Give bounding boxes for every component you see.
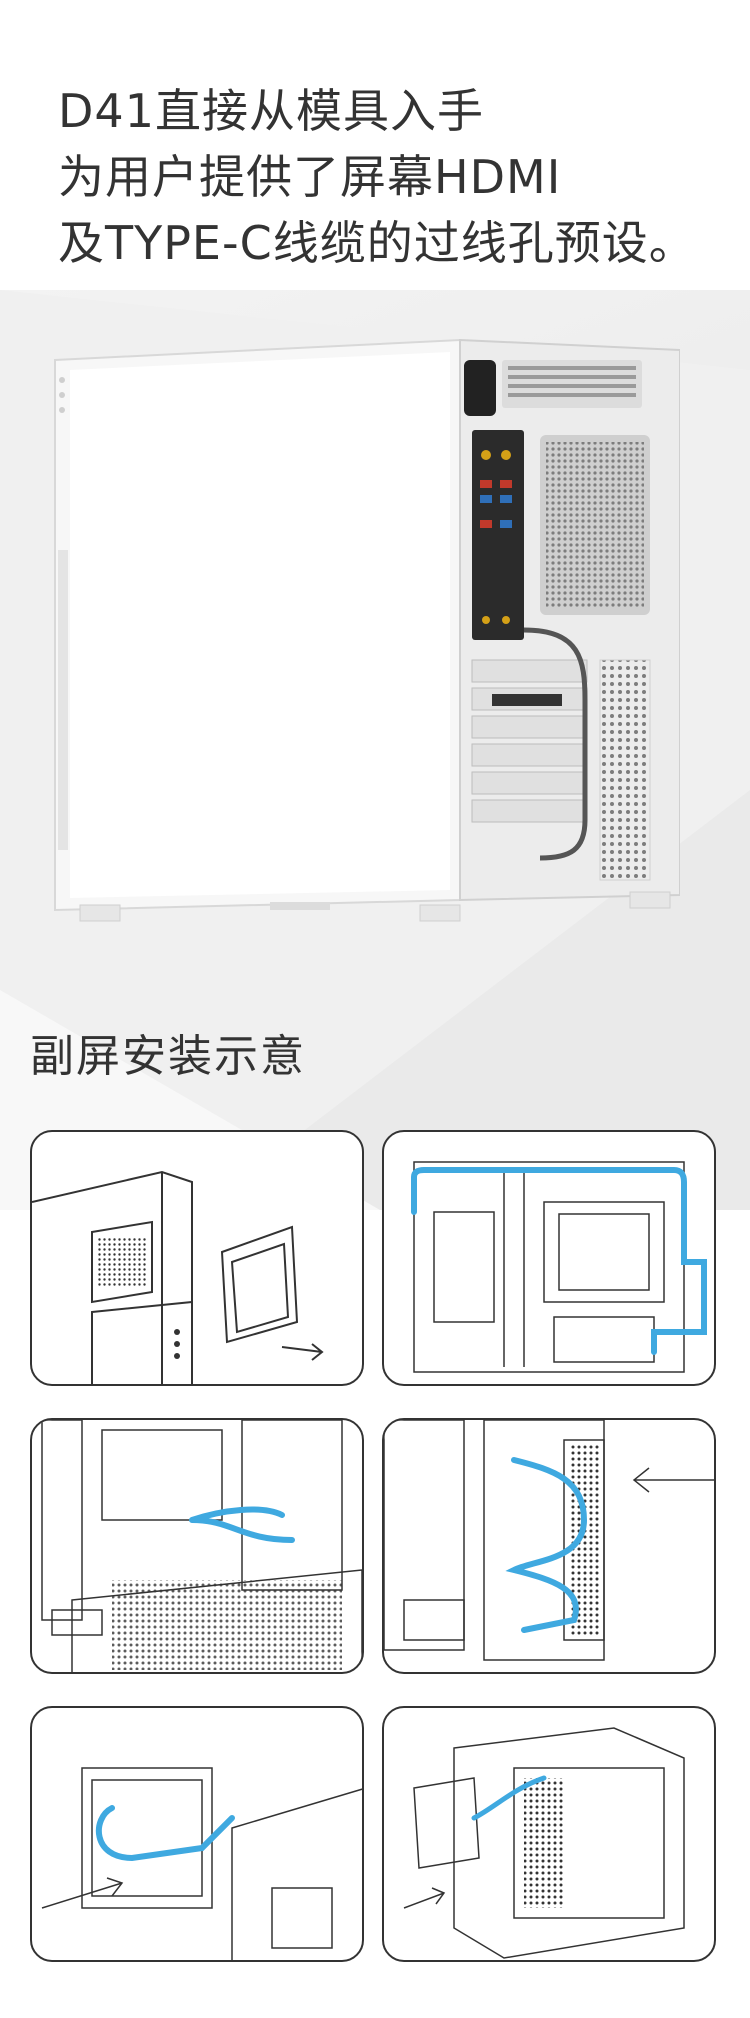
headline-line-3: 及TYPE-C线缆的过线孔预设。	[58, 216, 696, 270]
install-step-diagram	[41, 1767, 362, 1960]
install-step-5	[30, 1706, 364, 1962]
section-title: 副屏安装示意	[30, 1031, 306, 1082]
headline-line-2: 为用户提供了屏幕HDMI	[58, 150, 562, 204]
install-step-4	[382, 1418, 716, 1674]
install-step-3	[30, 1418, 364, 1674]
headline-line-1: D41直接从模具入手	[58, 84, 484, 138]
install-step-diagram	[32, 1170, 324, 1384]
headline: D41直接从模具入手 为用户提供了屏幕HDMI 及TYPE-C线缆的过线孔预设。	[58, 78, 696, 276]
install-step-diagram	[411, 1161, 707, 1373]
install-step-1	[30, 1130, 364, 1386]
install-step-6	[382, 1706, 716, 1962]
install-step-diagram	[384, 1420, 714, 1661]
install-step-2	[382, 1130, 716, 1386]
install-step-diagram	[403, 1727, 685, 1959]
pc-case-illustration	[54, 338, 680, 922]
install-step-diagram	[41, 1420, 362, 1672]
